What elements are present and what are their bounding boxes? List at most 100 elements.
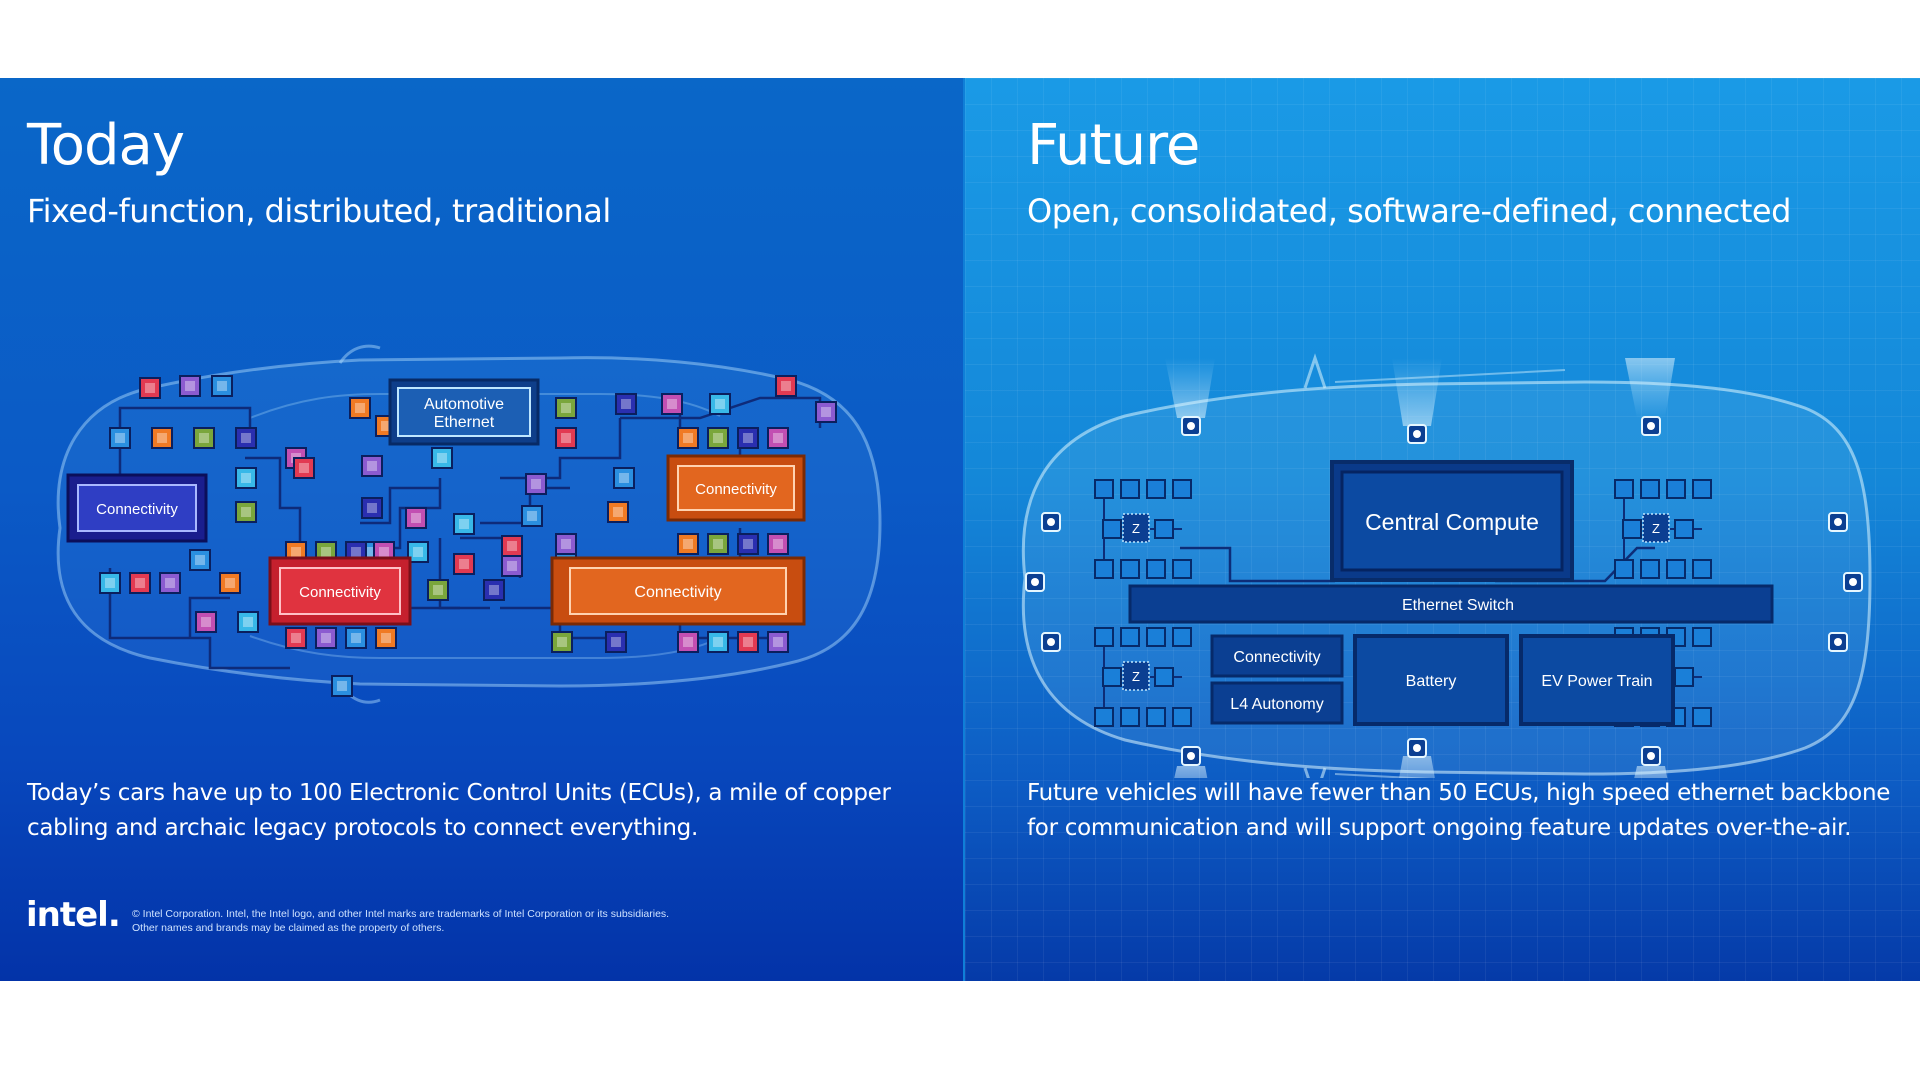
future-subtitle: Open, consolidated, software-defined, co…: [1027, 192, 1791, 230]
connectivity-box-orange-top: Connectivity: [666, 454, 806, 522]
zone-label: Z: [1132, 669, 1140, 684]
ecu-chip-core: [367, 547, 377, 557]
today-description-line-2: cabling and archaic legacy protocols to …: [27, 815, 698, 841]
central-compute-label: Central Compute: [1365, 509, 1539, 535]
ecu-chip-core: [683, 539, 693, 549]
connectivity-box-orange-large: Connectivity: [550, 556, 806, 626]
ecu-chip: [483, 579, 505, 601]
sensor-lens: [1413, 744, 1421, 752]
ecu-chip-core: [135, 578, 145, 588]
ecu-chip-core: [185, 381, 195, 391]
ecu-chip: [431, 447, 453, 469]
sensor-lens: [1187, 422, 1195, 430]
zone-node: [1692, 707, 1712, 727]
ecu-chip: [613, 467, 635, 489]
today-title: Today: [27, 113, 185, 178]
ecu-chip: [737, 427, 759, 449]
ecu-chip-core: [413, 547, 423, 557]
ecu-chip: [707, 533, 729, 555]
zone-controller: [1642, 513, 1670, 543]
sensor-lens: [1031, 578, 1039, 586]
sensor-lens: [1047, 518, 1055, 526]
ecu-chip: [219, 572, 241, 594]
ecu-chip-core: [437, 453, 447, 463]
battery-label: Battery: [1406, 673, 1457, 690]
today-car-diagram: Automotive Ethernet Connectivity Connect…: [56, 344, 882, 704]
ecu-chip-core: [683, 637, 693, 647]
zone-node: [1692, 479, 1712, 499]
ecu-chip-core: [527, 511, 537, 521]
ev-power-train-block: EV Power Train: [1519, 634, 1675, 726]
ecu-chip-core: [507, 561, 517, 571]
ecu-chip-core: [381, 633, 391, 643]
ecu-chip-core: [145, 383, 155, 393]
ecu-chip: [211, 375, 233, 397]
l4-autonomy-label: L4 Autonomy: [1230, 696, 1323, 713]
future-panel: Future Open, consolidated, software-defi…: [965, 78, 1920, 981]
connectivity-box-red: Connectivity: [268, 556, 412, 626]
ecu-chip: [189, 549, 211, 571]
ecu-chip-core: [165, 578, 175, 588]
ecu-chip-core: [225, 578, 235, 588]
zone-controller: [1122, 513, 1150, 543]
ecu-chip-core: [367, 461, 377, 471]
legal-line-2: Other names and brands may be claimed as…: [132, 922, 445, 934]
ecu-chip: [737, 631, 759, 653]
ecu-chip: [179, 375, 201, 397]
ecu-chip-core: [713, 637, 723, 647]
ecu-chip: [707, 631, 729, 653]
zone-controllers: ZZZZ: [1094, 479, 1712, 727]
future-description-line-2: for communication and will support ongoi…: [1027, 815, 1852, 841]
sensor-lens: [1047, 638, 1055, 646]
ecu-chip-core: [459, 519, 469, 529]
zone-node: [1146, 707, 1166, 727]
ecu-chip: [331, 675, 353, 697]
ecu-chip-core: [561, 403, 571, 413]
connectivity-label: Connectivity: [634, 584, 721, 601]
ecu-chip: [285, 627, 307, 649]
ecu-chip-core: [411, 513, 421, 523]
ecu-chip: [607, 501, 629, 523]
automotive-ethernet-label-2: Ethernet: [434, 414, 495, 431]
sensor-lens: [1413, 430, 1421, 438]
ecu-chip-core: [531, 479, 541, 489]
ecu-chip: [453, 513, 475, 535]
ecu-chip: [677, 533, 699, 555]
ecu-chip: [109, 427, 131, 449]
zone-node: [1614, 559, 1634, 579]
ecu-chip: [815, 401, 837, 423]
zone-node: [1094, 707, 1114, 727]
ecu-chip: [235, 467, 257, 489]
legal-notice: © Intel Corporation. Intel, the Intel lo…: [132, 907, 669, 935]
ecu-chip-core: [299, 463, 309, 473]
ecu-chip: [151, 427, 173, 449]
zone-node: [1120, 627, 1140, 647]
ecu-chip-core: [367, 503, 377, 513]
ecu-chip: [139, 377, 161, 399]
ecu-chip: [237, 611, 259, 633]
battery-block: Battery: [1353, 634, 1509, 726]
zone-node: [1674, 519, 1694, 539]
ecu-chip: [501, 555, 523, 577]
ecu-chip-core: [507, 541, 517, 551]
ecu-chip-core: [321, 633, 331, 643]
ecu-chip-core: [613, 507, 623, 517]
ecu-chip: [737, 533, 759, 555]
ecu-chip-core: [351, 633, 361, 643]
ecu-chip-core: [379, 547, 389, 557]
zone-node: [1172, 479, 1192, 499]
zone-label: Z: [1132, 521, 1140, 536]
connectivity-label: Connectivity: [1233, 649, 1320, 666]
ethernet-switch-label: Ethernet Switch: [1402, 597, 1514, 614]
ecu-chip: [235, 501, 257, 523]
ecu-chip: [615, 393, 637, 415]
zone-controller: [1122, 661, 1150, 691]
ecu-chip-core: [621, 399, 631, 409]
ecu-chip-core: [773, 539, 783, 549]
ecu-chip: [195, 611, 217, 633]
ethernet-switch-bar: Ethernet Switch: [1128, 584, 1774, 624]
intel-logo: intel.: [26, 895, 121, 935]
ecu-chip-core: [241, 473, 251, 483]
future-car-diagram: ZZZZ Central Compute Ethernet Switch Con…: [1021, 353, 1872, 778]
sensor-nodes: [1025, 416, 1863, 766]
